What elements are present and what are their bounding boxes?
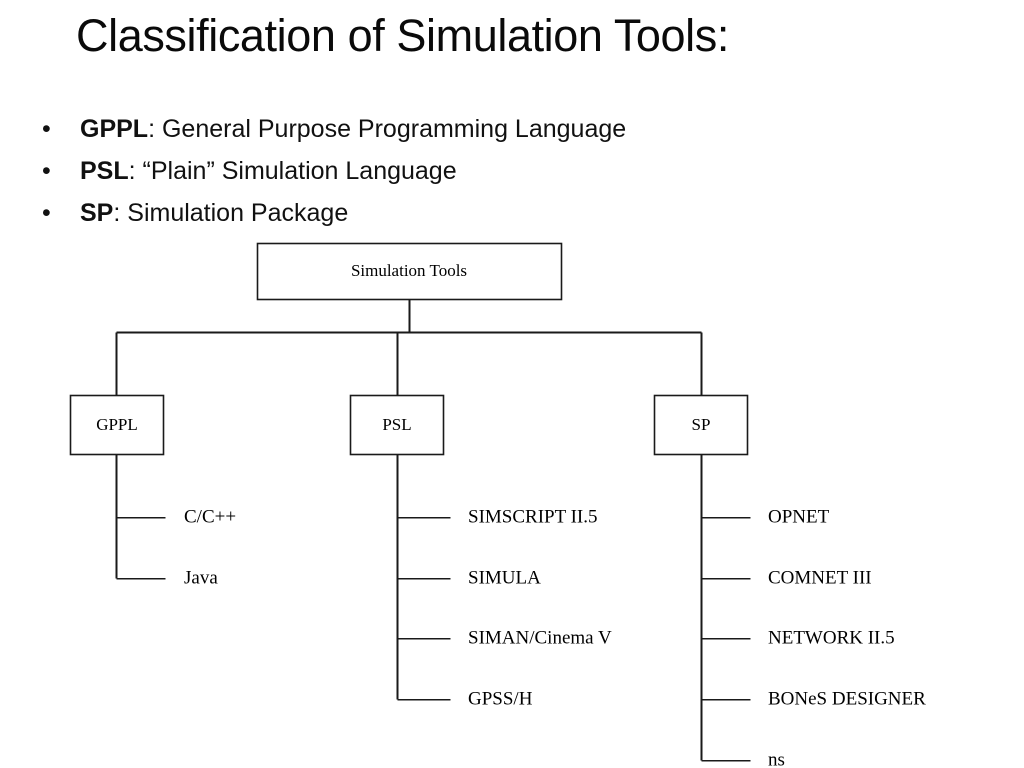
bullet-marker-icon: • xyxy=(42,115,51,143)
tree-node-sp-label: SP xyxy=(692,415,711,434)
tree-leaf-psl-0: SIMSCRIPT II.5 xyxy=(397,506,598,527)
tree-leaf-psl-2: SIMAN/Cinema V xyxy=(397,627,612,648)
tree-node-psl: PSL xyxy=(349,394,445,456)
bullet-key-gppl: GPPL xyxy=(80,115,149,143)
bullet-item-sp: • SP: Simulation Package xyxy=(34,192,934,234)
bullet-sep-gppl: : xyxy=(148,115,162,143)
bullet-item-psl: • PSL: “Plain” Simulation Language xyxy=(34,150,934,192)
tree-node-sp: SP xyxy=(653,394,749,456)
tree-leaf-label: GPSS/H xyxy=(468,688,533,709)
page-title-text: Classification of Simulation Tools: xyxy=(76,10,729,61)
tree-leaf-label: BONeS DESIGNER xyxy=(768,688,926,709)
tree-leaf-label: ns xyxy=(768,749,785,768)
bullet-key-psl: PSL xyxy=(80,157,129,185)
bullet-sep-psl: : xyxy=(128,157,143,185)
tree-leaf-label: C/C++ xyxy=(184,506,236,527)
tree-leaf-psl-1: SIMULA xyxy=(397,567,541,588)
tree-leaf-label: Java xyxy=(184,567,218,588)
tree-node-root-label: Simulation Tools xyxy=(351,261,467,280)
tree-leaf-label: NETWORK II.5 xyxy=(768,627,895,648)
bullet-list: • GPPL: General Purpose Programming Langu… xyxy=(34,108,934,234)
tree-node-psl-label: PSL xyxy=(382,415,411,434)
tree-leaf-gppl-1: Java xyxy=(116,567,218,588)
tree-leaf-sp-2: NETWORK II.5 xyxy=(701,627,895,648)
tree-node-gppl-label: GPPL xyxy=(96,415,138,434)
bullet-text-gppl: General Purpose Programming Language xyxy=(161,115,627,143)
bullet-sep-sp: : xyxy=(113,199,128,227)
tree-leaf-label: OPNET xyxy=(768,506,830,527)
page-title: Classification of Simulation Tools: xyxy=(76,8,956,64)
bullet-text-psl: “Plain” Simulation Language xyxy=(142,157,457,185)
bullet-text-sp: Simulation Package xyxy=(127,199,349,227)
tree-leaf-sp-0: OPNET xyxy=(701,506,830,527)
tree-leaf-psl-3: GPSS/H xyxy=(397,688,533,709)
tree-leaf-label: SIMSCRIPT II.5 xyxy=(468,506,598,527)
bullet-marker-icon: • xyxy=(42,199,51,227)
tree-leaf-gppl-0: C/C++ xyxy=(116,506,236,527)
tree-leaf-label: SIMULA xyxy=(468,567,541,588)
tree-node-root: Simulation Tools xyxy=(256,242,563,301)
tree-leaf-sp-3: BONeS DESIGNER xyxy=(701,688,926,709)
tree-leaf-label: COMNET III xyxy=(768,567,872,588)
bullet-item-gppl: • GPPL: General Purpose Programming Langu… xyxy=(34,108,934,150)
bullet-marker-icon: • xyxy=(42,157,51,185)
tree-leaf-sp-4: ns xyxy=(701,749,785,768)
tree-leaf-sp-1: COMNET III xyxy=(701,567,872,588)
bullet-key-sp: SP xyxy=(80,199,114,227)
tree-node-gppl: GPPL xyxy=(69,394,165,456)
tree-leaf-label: SIMAN/Cinema V xyxy=(468,627,612,648)
